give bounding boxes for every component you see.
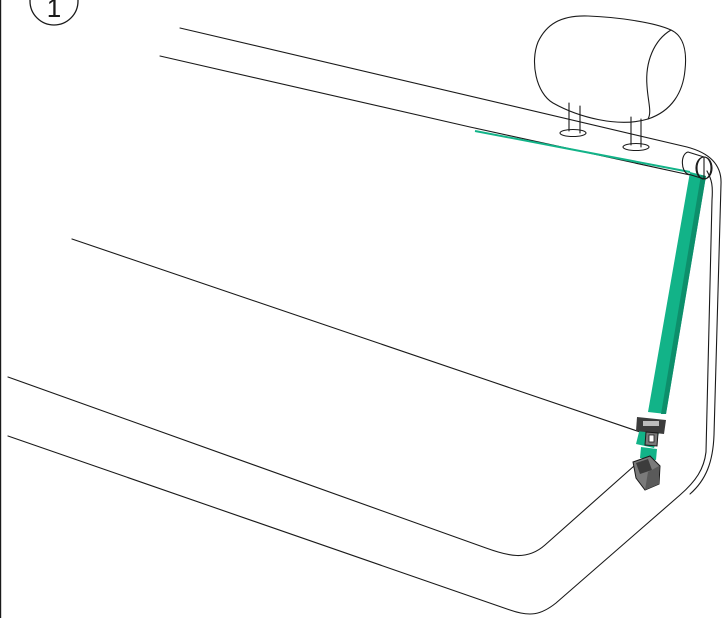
seat-back-top-edge bbox=[179, 27, 722, 436]
seat-back-front-edge bbox=[159, 55, 471, 128]
seat-belt bbox=[474, 130, 713, 491]
belt-guide-end-cap bbox=[696, 156, 712, 180]
belt-strap-shadow bbox=[661, 175, 706, 414]
headrest bbox=[534, 15, 687, 152]
seat-belt-latch-plate bbox=[636, 417, 666, 447]
headrest-body bbox=[534, 15, 687, 123]
belt-anchor-trim-line bbox=[474, 130, 691, 173]
latch-plate-slot bbox=[643, 421, 659, 426]
seat-back bbox=[71, 27, 722, 453]
seat-back-lower-edge bbox=[71, 238, 641, 433]
seat-belt-guide-loop bbox=[681, 151, 713, 180]
step-marker: 1 bbox=[29, 0, 79, 26]
seat-cushion-right-corner bbox=[689, 434, 715, 495]
seat-back-right-side bbox=[705, 170, 713, 453]
seat-cushion-top-edge bbox=[7, 376, 635, 557]
headrest-post-collar-left bbox=[559, 128, 587, 138]
buckle-strap bbox=[640, 447, 657, 460]
headrest-front-panel bbox=[646, 29, 672, 120]
buckle-face bbox=[636, 459, 652, 474]
headrest-post-collar-right bbox=[622, 142, 650, 152]
buckle-shadow-edge bbox=[645, 466, 659, 490]
seat-belt-buckle bbox=[632, 447, 661, 491]
step-marker-circle bbox=[29, 0, 79, 26]
seat-cushion bbox=[7, 376, 715, 615]
seat-cushion-bottom-edge bbox=[7, 435, 707, 615]
latch-plate-tongue-hole bbox=[648, 434, 655, 443]
step-number: 1 bbox=[47, 0, 61, 23]
